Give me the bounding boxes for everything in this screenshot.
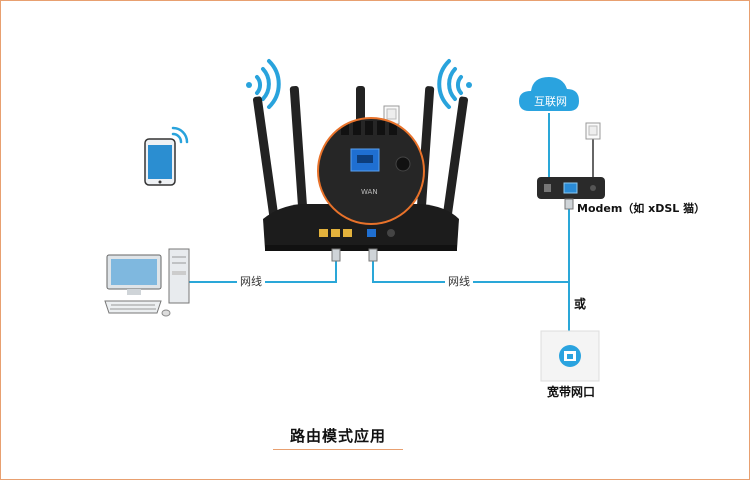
wan-port-zoom [317,117,425,225]
desktop-computer-icon [104,248,190,317]
cloud-label: 互联网 [534,95,567,108]
wifi-icon [437,59,472,109]
wifi-icon [246,59,281,109]
cable-pc-router [187,259,337,283]
wan-port [367,229,376,237]
wifi-icon [171,126,189,144]
cloud-icon [519,77,579,111]
tablet-icon [144,138,176,186]
wall-jack-label: 宽带网口 [547,385,596,399]
caption-underline [273,449,403,450]
cable-label-right: 网线 [445,275,473,289]
diagram-caption: 路由模式应用 [289,427,386,445]
or-label: 或 [574,297,587,311]
wall-jack-icon [540,330,600,382]
modem-power-adapter [585,122,601,140]
cable-label-left: 网线 [237,275,265,289]
modem-icon [537,177,605,210]
modem-label: Modem（如 xDSL 猫） [577,202,706,216]
lan-ports [319,229,352,237]
router-wan-label: WAN [361,188,378,196]
